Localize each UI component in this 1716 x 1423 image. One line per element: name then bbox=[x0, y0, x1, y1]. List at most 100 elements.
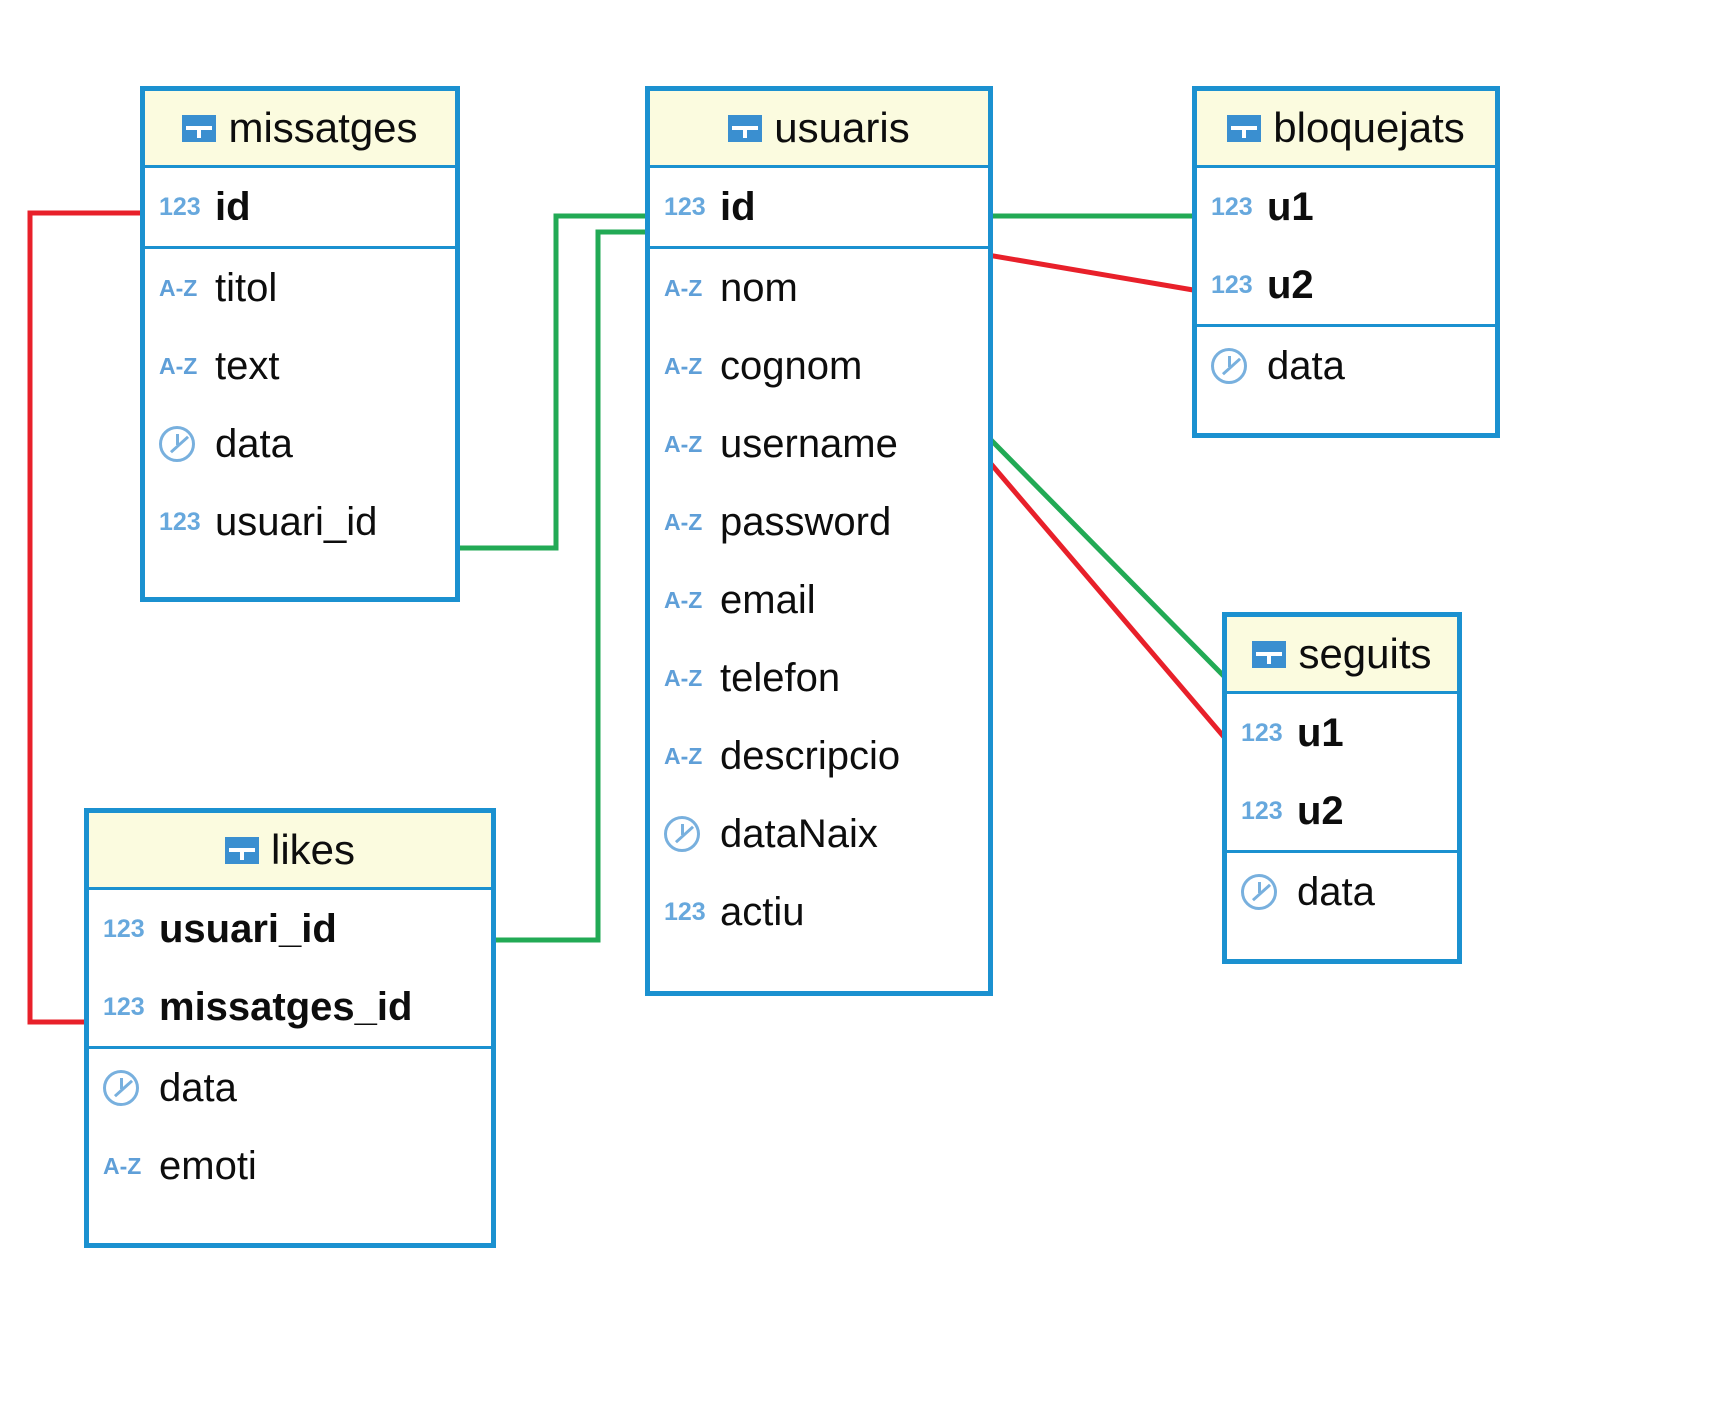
table-icon bbox=[182, 114, 217, 142]
number-type-icon: 123 bbox=[664, 192, 706, 221]
field-name: u2 bbox=[1297, 789, 1344, 833]
table-icon bbox=[1252, 640, 1287, 668]
date-type-icon bbox=[664, 816, 708, 852]
string-type-icon: A-Z bbox=[103, 1152, 142, 1179]
field-row-usuaris-id[interactable]: 123 id bbox=[650, 168, 988, 246]
entity-title: likes bbox=[270, 826, 356, 873]
entity-title: bloquejats bbox=[1273, 104, 1465, 151]
field-name: text bbox=[215, 344, 280, 388]
field-row-usuaris-password[interactable]: A-Z password bbox=[650, 483, 988, 561]
entity-header-missatges[interactable]: missatges bbox=[145, 91, 455, 168]
string-type-icon: A-Z bbox=[664, 508, 703, 535]
field-row-bloquejats-data[interactable]: data bbox=[1197, 327, 1495, 405]
date-type-icon bbox=[103, 1070, 147, 1106]
date-type-icon bbox=[1211, 348, 1255, 384]
table-icon bbox=[1227, 114, 1262, 142]
field-name: data bbox=[215, 422, 293, 466]
attribute-group: data bbox=[1197, 324, 1495, 405]
clock-icon bbox=[103, 1070, 139, 1106]
clock-icon bbox=[159, 426, 195, 462]
field-name: usuari_id bbox=[159, 907, 337, 951]
field-row-likes-emoti[interactable]: A-Z emoti bbox=[89, 1127, 491, 1205]
field-name: data bbox=[159, 1066, 237, 1110]
date-type-icon bbox=[159, 426, 203, 462]
entity-title: seguits bbox=[1298, 630, 1432, 677]
entity-title: usuaris bbox=[774, 104, 910, 151]
field-name: descripcio bbox=[720, 734, 901, 778]
field-row-missatges-id[interactable]: 123 id bbox=[145, 168, 455, 246]
field-row-bloquejats-u2[interactable]: 123 u2 bbox=[1197, 246, 1495, 324]
field-row-usuaris-descripcio[interactable]: A-Z descripcio bbox=[650, 717, 988, 795]
string-type-icon: A-Z bbox=[664, 586, 703, 613]
field-name: titol bbox=[215, 266, 278, 310]
table-icon bbox=[728, 114, 763, 142]
field-row-usuaris-telefon[interactable]: A-Z telefon bbox=[650, 639, 988, 717]
number-type-icon: 123 bbox=[664, 897, 706, 926]
field-row-likes-data[interactable]: data bbox=[89, 1049, 491, 1127]
number-type-icon: 123 bbox=[103, 914, 145, 943]
field-name: id bbox=[720, 185, 756, 229]
field-row-missatges-data[interactable]: data bbox=[145, 405, 455, 483]
field-row-likes-missatges_id[interactable]: 123 missatges_id bbox=[89, 968, 491, 1046]
field-name: nom bbox=[720, 266, 798, 310]
field-name: id bbox=[215, 185, 251, 229]
field-name: u1 bbox=[1267, 185, 1314, 229]
entity-header-seguits[interactable]: seguits bbox=[1227, 617, 1457, 694]
field-name: u2 bbox=[1267, 263, 1314, 307]
field-name: data bbox=[1267, 344, 1345, 388]
attribute-group: data bbox=[1227, 850, 1457, 931]
field-row-usuaris-dataNaix[interactable]: dataNaix bbox=[650, 795, 988, 873]
field-name: telefon bbox=[720, 656, 841, 700]
string-type-icon: A-Z bbox=[664, 664, 703, 691]
field-row-seguits-u2[interactable]: 123 u2 bbox=[1227, 772, 1457, 850]
clock-icon bbox=[1211, 348, 1247, 384]
field-row-usuaris-email[interactable]: A-Z email bbox=[650, 561, 988, 639]
string-type-icon: A-Z bbox=[159, 274, 198, 301]
number-type-icon: 123 bbox=[159, 507, 201, 536]
string-type-icon: A-Z bbox=[664, 352, 703, 379]
primary-key-group: 123 usuari_id 123 missatges_id bbox=[89, 890, 491, 1046]
field-row-seguits-data[interactable]: data bbox=[1227, 853, 1457, 931]
clock-icon bbox=[664, 816, 700, 852]
primary-key-group: 123 id bbox=[145, 168, 455, 246]
field-row-missatges-titol[interactable]: A-Z titol bbox=[145, 249, 455, 327]
field-name: cognom bbox=[720, 344, 863, 388]
field-row-likes-usuari_id[interactable]: 123 usuari_id bbox=[89, 890, 491, 968]
field-name: password bbox=[720, 500, 892, 544]
entity-header-usuaris[interactable]: usuaris bbox=[650, 91, 988, 168]
entity-header-likes[interactable]: likes bbox=[89, 813, 491, 890]
string-type-icon: A-Z bbox=[664, 742, 703, 769]
number-type-icon: 123 bbox=[1211, 270, 1253, 299]
field-name: email bbox=[720, 578, 816, 622]
field-row-usuaris-cognom[interactable]: A-Z cognom bbox=[650, 327, 988, 405]
clock-icon bbox=[1241, 874, 1277, 910]
table-icon bbox=[224, 836, 259, 864]
entity-header-bloquejats[interactable]: bloquejats bbox=[1197, 91, 1495, 168]
field-name: emoti bbox=[159, 1144, 257, 1188]
number-type-icon: 123 bbox=[103, 992, 145, 1021]
number-type-icon: 123 bbox=[1241, 796, 1283, 825]
field-name: data bbox=[1297, 870, 1375, 914]
field-name: missatges_id bbox=[159, 985, 413, 1029]
number-type-icon: 123 bbox=[159, 192, 201, 221]
primary-key-group: 123 id bbox=[650, 168, 988, 246]
date-type-icon bbox=[1241, 874, 1285, 910]
field-name: dataNaix bbox=[720, 812, 878, 856]
